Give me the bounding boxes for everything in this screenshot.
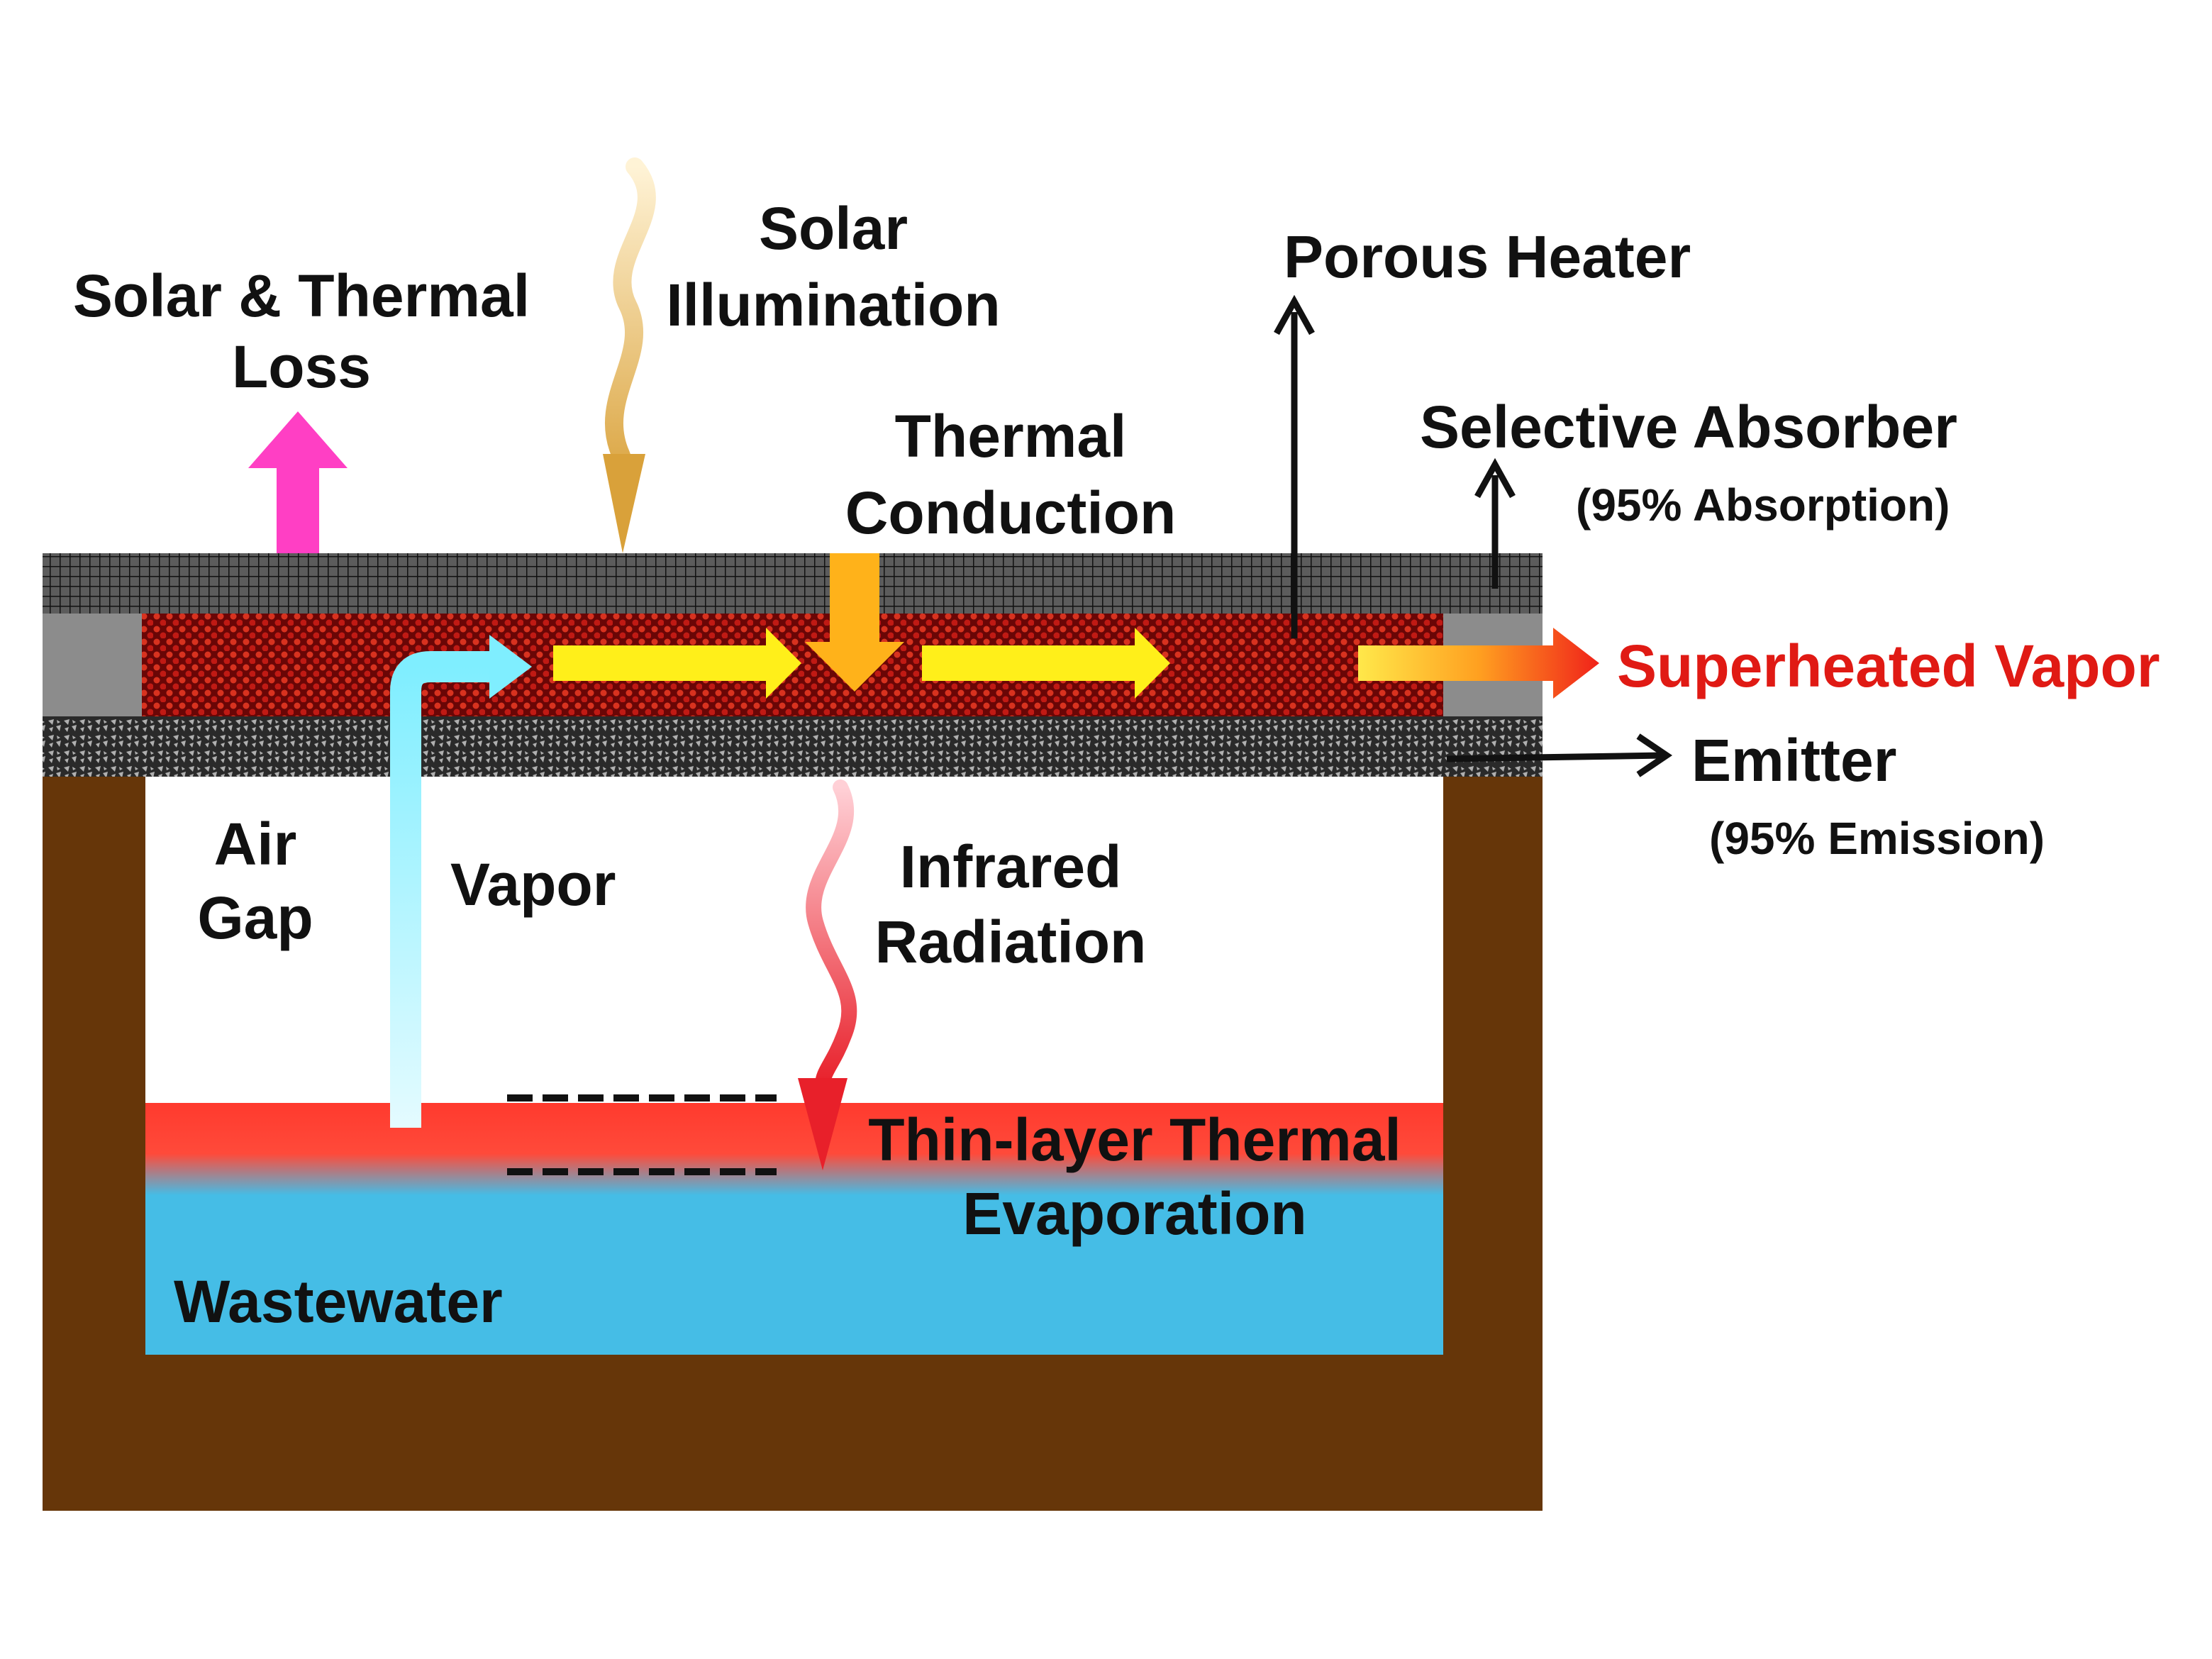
thermal-conduction-arrow-icon [805,553,904,692]
vapor-arrowhead-icon [489,635,532,699]
thin-layer-evaporation-label: Thin-layer Thermal Evaporation [844,1110,1425,1243]
flow-arrow-1-icon [553,628,801,699]
thermal-conduction-line-2: Conduction [845,479,1177,546]
absorption-label: (95% Absorption) [1576,479,1950,531]
air-gap-cavity [145,777,1443,1106]
solar-illumination-arrowhead-icon [603,454,645,553]
thermal-conduction-line-1: Thermal [894,403,1127,470]
superheated-vapor-arrow-icon [1358,628,1599,699]
emitter-pointer-head-icon [1636,733,1673,777]
solar-illumination-label: Solar Illumination [638,199,1028,335]
porous-heater-label: Porous Heater [1284,223,1691,290]
solar-thermal-loss-label: Solar & Thermal Loss [43,266,560,396]
solar-illumination-line-1: Solar [758,195,908,262]
wastewater-label: Wastewater [174,1268,503,1335]
superheated-vapor-label: Superheated Vapor [1617,633,2160,699]
emission-label: (95% Emission) [1709,813,2045,864]
selective-absorber-layer [43,553,1543,614]
infrared-radiation-arrowhead-icon [798,1078,847,1170]
selective-absorber-label: Selective Absorber [1420,394,1957,460]
emitter-label: Emitter [1691,727,1897,794]
emitter-pointer-line [1446,752,1664,762]
vapor-arrow-icon [390,651,489,1128]
porous-heater-pointer-head-icon [1274,294,1315,335]
selective-absorber-pointer-head-icon [1474,457,1516,499]
air-gap-line-1: Air [213,811,297,877]
solar-thermal-loss-line-1: Solar & Thermal [72,262,530,329]
loss-arrow-icon [248,411,348,553]
air-gap-label: Air Gap [156,814,355,948]
infrared-radiation-label: Infrared Radiation [837,837,1184,972]
flow-arrow-2-icon [922,628,1170,699]
thin-layer-line-1: Thin-layer Thermal [868,1106,1401,1173]
infrared-radiation-line-2: Radiation [874,909,1147,975]
side-block-left [43,614,142,716]
infrared-radiation-arrow-icon [806,779,857,1093]
infrared-radiation-line-1: Infrared [899,833,1122,900]
thin-layer-line-2: Evaporation [962,1180,1307,1247]
thermal-conduction-label: Thermal Conduction [816,406,1206,543]
air-gap-line-2: Gap [197,884,313,951]
thin-layer-band [145,1103,1443,1195]
emitter-layer [43,716,1543,777]
solar-thermal-loss-line-2: Loss [231,333,372,400]
vapor-label: Vapor [450,851,616,918]
solar-illumination-line-2: Illumination [666,272,1001,338]
